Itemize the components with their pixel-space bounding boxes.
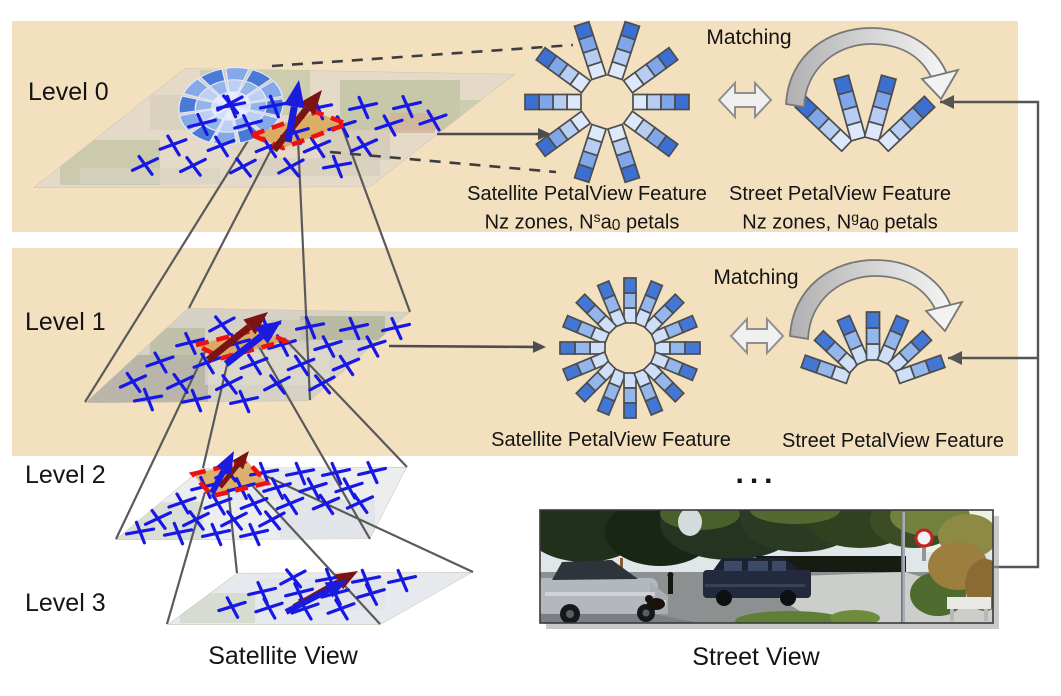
level0-street-zones: Nz zones, Nga0 petals — [742, 209, 938, 235]
dark-car — [703, 558, 811, 606]
ellipsis: ... — [735, 457, 779, 490]
level2-label: Level 2 — [25, 461, 106, 489]
map-to-petal-arrows — [388, 128, 551, 353]
zoom-cone-dashed-lines — [271, 43, 574, 174]
matching-label-level1: Matching — [713, 266, 799, 289]
street-petalview-level0 — [794, 74, 936, 153]
rotation-arrow-level0 — [785, 27, 960, 109]
level0-street-caption: Street PetalView Feature — [729, 183, 951, 205]
pose-samples-level2 — [124, 460, 388, 547]
satellite-view-label: Satellite View — [208, 642, 358, 670]
level1-label: Level 1 — [25, 308, 106, 336]
street-view-label: Street View — [692, 643, 820, 671]
street-photo-frame — [539, 509, 994, 624]
level0-satellite-caption: Satellite PetalView Feature — [467, 183, 707, 205]
street-feedback-connector — [940, 95, 1040, 569]
pose-samples-level0 — [130, 94, 448, 179]
street-photo — [540, 510, 993, 623]
pose-arrows — [205, 80, 358, 615]
level1-street-caption: Street PetalView Feature — [782, 430, 1004, 452]
rotation-arrow-level1 — [789, 259, 964, 341]
pose-samples-level3 — [217, 567, 418, 621]
satellite-petalview-level0 — [524, 20, 690, 184]
street-petalview-level1 — [799, 311, 947, 385]
satellite-petalview-level1 — [559, 277, 701, 419]
level0-label: Level 0 — [28, 78, 109, 106]
level1-satellite-caption: Satellite PetalView Feature — [491, 429, 731, 451]
matching-arrow-level0 — [717, 80, 773, 120]
level0-satellite-zones: Nz zones, Nsa0 petals — [484, 209, 680, 235]
matching-label-level0: Matching — [706, 26, 792, 49]
matching-arrow-level1 — [729, 316, 785, 356]
level3-label: Level 3 — [25, 589, 106, 617]
